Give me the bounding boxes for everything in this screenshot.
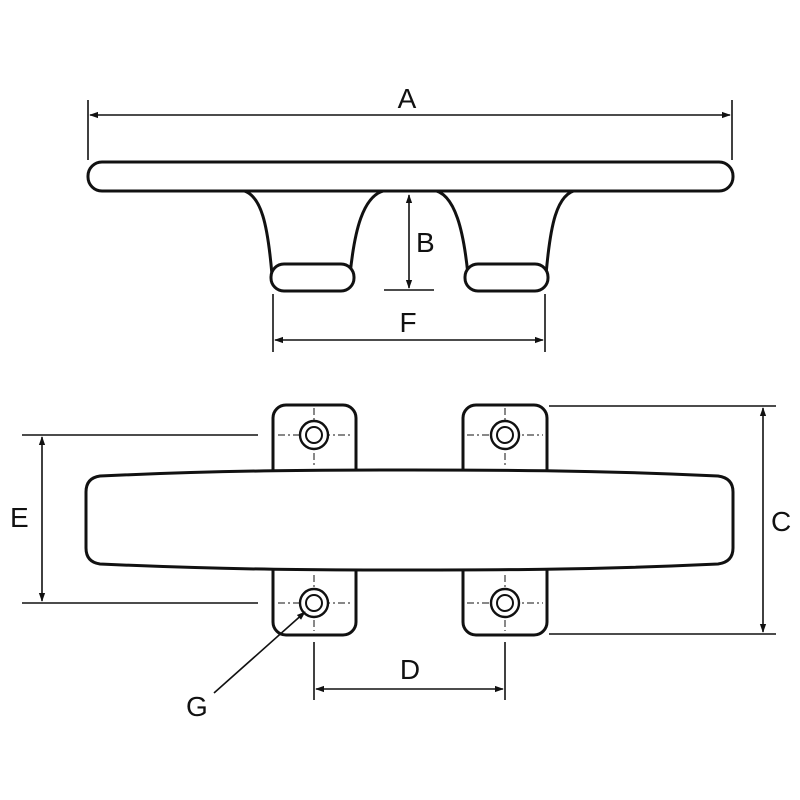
mounting-hole-top-left [298, 419, 330, 451]
label-a: A [398, 83, 417, 114]
mounting-hole-top-right [489, 419, 521, 451]
dimension-f: F [272, 294, 546, 352]
cleat-horn-bar [86, 160, 735, 193]
label-e: E [10, 502, 29, 533]
label-b: B [416, 227, 435, 258]
right-foot [463, 262, 550, 293]
dimension-c: C [549, 405, 791, 635]
cleat-body-top [84, 468, 735, 572]
label-f: F [399, 307, 416, 338]
left-foot [269, 262, 356, 293]
mounting-hole-bottom-left [298, 587, 330, 619]
leader-g: G [186, 611, 306, 722]
dimension-d: D [313, 642, 506, 700]
label-d: D [400, 654, 420, 685]
label-c: C [771, 506, 791, 537]
mounting-hole-bottom-right [489, 587, 521, 619]
label-g: G [186, 691, 208, 722]
side-view [86, 160, 735, 293]
dimension-e: E [10, 434, 258, 604]
dimension-a: A [87, 83, 733, 160]
top-view [84, 403, 735, 637]
dimension-b: B [384, 194, 435, 291]
